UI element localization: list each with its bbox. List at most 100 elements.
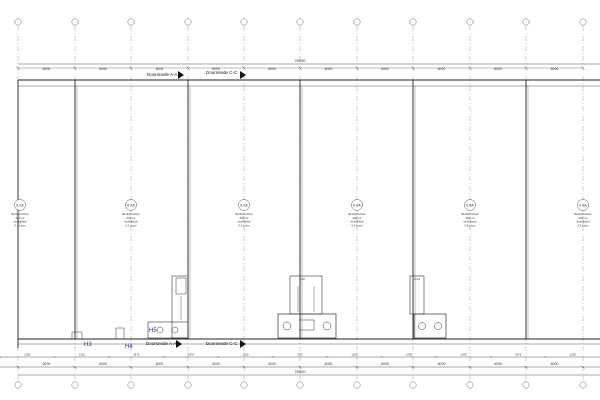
dimension-tick: [468, 365, 472, 369]
height-tag-h5: H5: [149, 328, 157, 334]
top-overall-dimension-text: 76500: [294, 58, 306, 63]
grid-bubbles-bottom: [14, 381, 587, 389]
bay-dimension-text: 6000: [99, 362, 107, 366]
grid-bubble: [240, 381, 248, 389]
dimension-tick: [326, 355, 329, 359]
grid-bubble: [71, 18, 79, 26]
bottom-overall-dimension: 76500: [18, 369, 600, 376]
unit-info-line: 0.5 bruto: [464, 223, 475, 227]
bay-dimension-text: 6000: [551, 67, 559, 71]
section-marker-aa-bottom: Doorsnede A-A: [146, 340, 182, 348]
unit-id-text: 0.5A: [466, 204, 474, 208]
section-label-cc-bottom: Doorsnede C-C: [206, 341, 238, 346]
bay-dimension-text: 6000: [494, 362, 502, 366]
dimension-tick: [73, 365, 77, 369]
unit-info-line: 450 m²: [16, 216, 25, 220]
section-label-aa-bottom: Doorsnede A-A: [146, 341, 177, 346]
unit-id-text: 0.4A: [353, 204, 361, 208]
height-tag-h3: H3: [84, 342, 92, 348]
unit-info-line: Bedrijfsruimte: [574, 212, 592, 216]
dimension-tick: [129, 365, 133, 369]
detail-dimension-text: 1250: [24, 353, 31, 357]
grid-bubble: [71, 381, 79, 389]
grid-bubble: [240, 18, 248, 26]
dimension-tick: [0, 356, 2, 359]
grid-bubble: [14, 18, 22, 26]
dimension-tick: [581, 365, 585, 369]
dimension-tick: [53, 355, 56, 359]
dimension-tick: [186, 365, 190, 369]
bay-dimension-text: 6000: [325, 67, 333, 71]
detail-dimension-text: 1475: [133, 353, 140, 357]
detail-dimension-text: 1475: [188, 353, 195, 357]
section-marker-cc-bottom: Doorsnede C-C: [206, 340, 246, 348]
bay-dimension-text: 6000: [438, 67, 446, 71]
unit-info-line: Bedrijfsruimte: [11, 212, 29, 216]
dimension-tick: [355, 365, 359, 369]
bay-dimension-text: 6000: [99, 67, 107, 71]
section-marker-cc-top: Doorsnede C-C: [206, 70, 246, 79]
grid-bubble: [579, 381, 587, 389]
grid-bubble: [127, 18, 135, 26]
bay-dimension-text: 6000: [438, 362, 446, 366]
unit-info-line: bedrijfshal: [14, 220, 27, 224]
grid-bubble: [579, 18, 587, 26]
unit-info-line: 0.2 bruto: [125, 223, 136, 227]
bay-dimension-text: 6000: [268, 67, 276, 71]
unit-info-line: 450 m²: [240, 216, 249, 220]
unit-id-bubble: [464, 199, 476, 211]
dimension-tick: [489, 355, 493, 359]
detail-dimension-text: 1250: [570, 353, 577, 357]
grid-bubble: [14, 381, 22, 389]
top-overall-dimension: 76500: [18, 58, 600, 65]
dimension-tick: [217, 355, 220, 359]
unit-info-line: 0.1 bruto: [14, 223, 25, 227]
detail-dimension-text: 1315: [79, 353, 86, 357]
stair-label-2: 0.04: [414, 277, 420, 281]
bay-dimension-text: 6000: [494, 67, 502, 71]
grid-bubble: [409, 381, 417, 389]
grid-bubble: [522, 381, 530, 389]
detail-dimension-text: 1475: [461, 353, 468, 357]
unit-info-line: bedrijfshal: [577, 220, 590, 224]
unit-info-line: Bedrijfsruimte: [348, 212, 366, 216]
unit-id-text: 0.3A: [240, 204, 248, 208]
unit-id-text: 0.2A: [127, 204, 135, 208]
detail-dimension-text: 1315: [242, 353, 249, 357]
dimension-tick: [544, 355, 547, 359]
unit-info-line: Bedrijfsruimte: [461, 212, 479, 216]
height-tag-h4: H4: [125, 344, 133, 350]
stair-core-2: 0.02: [277, 275, 337, 339]
grid-bubble: [296, 381, 304, 389]
dimension-tick: [16, 365, 20, 369]
unit-id-bubble: [14, 199, 26, 211]
grid-axes: [17, 26, 584, 380]
unit-info-line: 450 m²: [466, 216, 475, 220]
detail-dimension-text: 1475: [515, 353, 522, 357]
unit-info-line: bedrijfshal: [238, 220, 251, 224]
grid-bubbles-top: [14, 18, 587, 26]
stair-label-1: 0.02: [299, 277, 305, 281]
unit-info-line: 0.3 bruto: [238, 223, 249, 227]
bay-dimension-text: 6000: [551, 362, 559, 366]
stair-core-1: [147, 275, 189, 339]
grid-bubble: [184, 18, 192, 26]
bay-dimension-text: 6000: [43, 67, 51, 71]
grid-bubble: [522, 18, 530, 26]
bay-dimension-text: 6000: [156, 362, 164, 366]
unit-info-line: bedrijfshal: [351, 220, 364, 224]
grid-bubble: [353, 18, 361, 26]
bay-dimension-text: 6000: [212, 362, 220, 366]
section-label-aa-top: Doorsnede A-A: [147, 72, 178, 77]
unit-info-line: 450 m²: [353, 216, 362, 220]
unit-id-bubble: [351, 199, 363, 211]
dimension-tick: [524, 365, 528, 369]
